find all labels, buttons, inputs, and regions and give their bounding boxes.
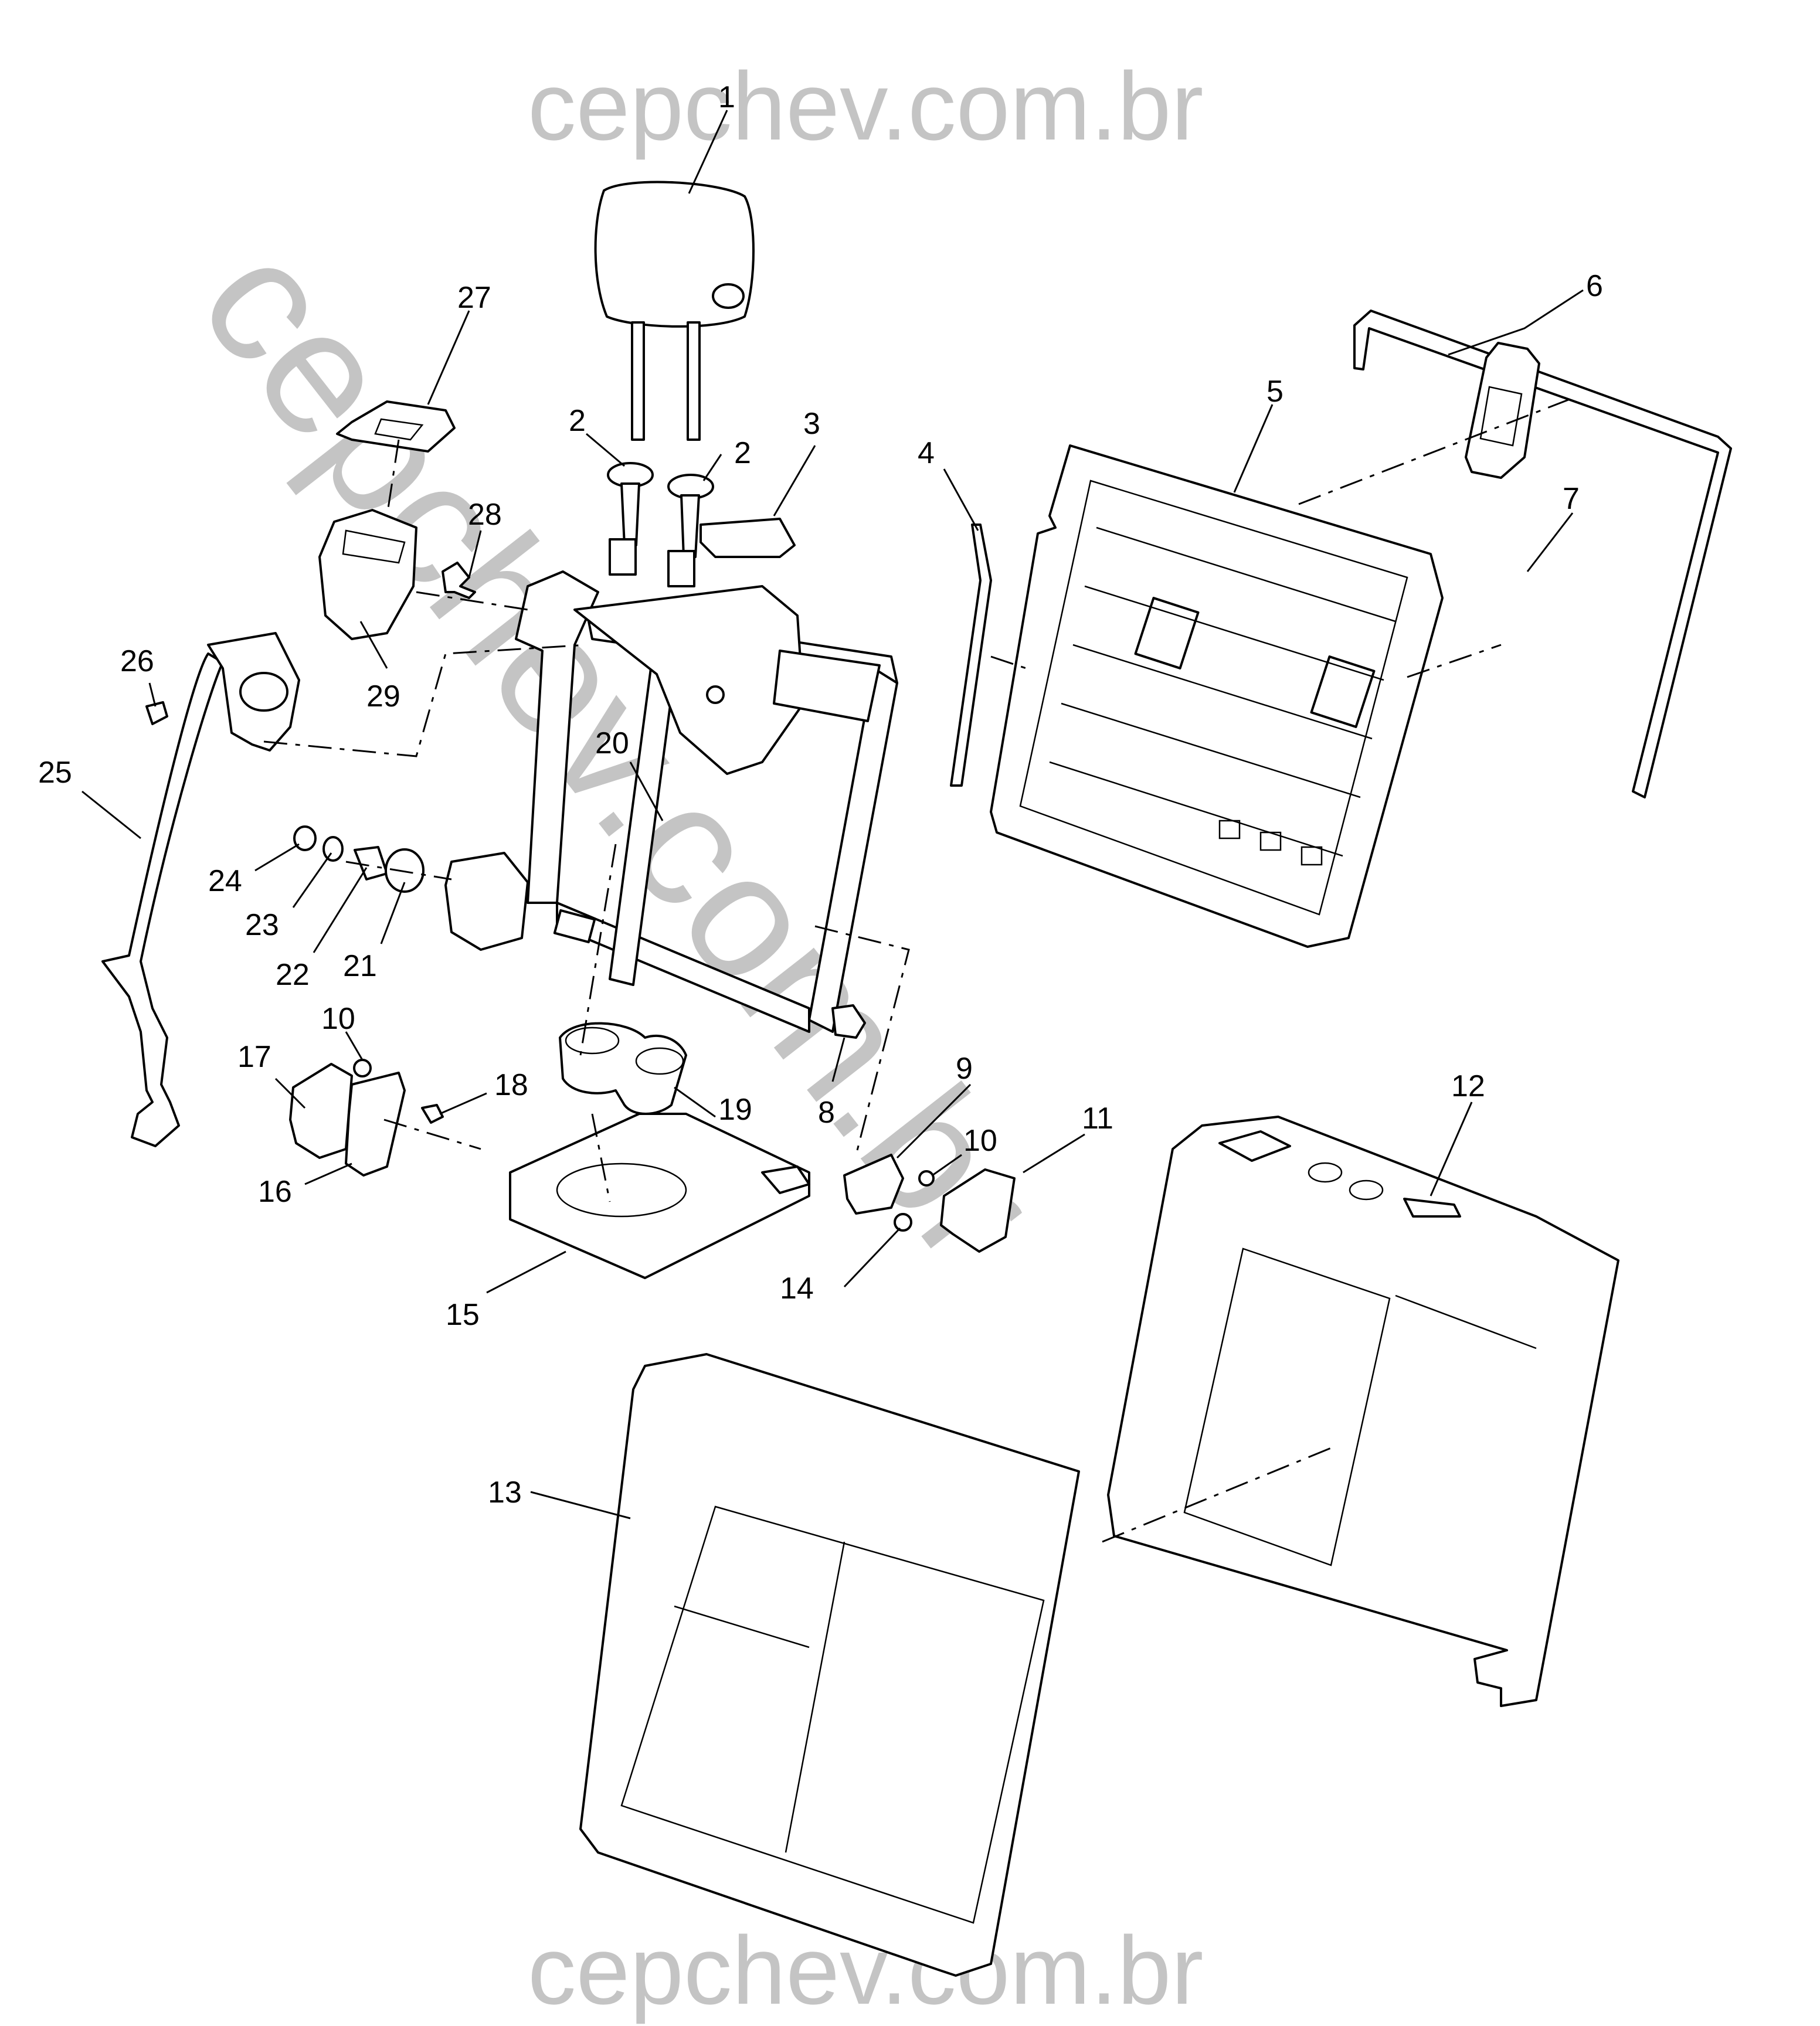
callout-17: 17 [237, 1040, 271, 1074]
callout-23: 23 [245, 908, 279, 942]
callout-15: 15 [446, 1298, 480, 1332]
callout-20: 20 [595, 726, 629, 760]
seatback-trim-cover [579, 1353, 1080, 1977]
assembly-lines [263, 397, 1572, 1543]
pivot-bushing-21 [385, 848, 425, 893]
hinge-bracket-16 [345, 1072, 406, 1177]
seatback-panel [990, 444, 1444, 948]
callout-21: 21 [343, 949, 377, 983]
callout-16: 16 [258, 1175, 292, 1209]
bolt-18 [421, 1104, 444, 1124]
bolt-26 [145, 701, 168, 725]
callout-19: 19 [718, 1093, 752, 1127]
latch-bracket [1465, 342, 1540, 479]
callout-24: 24 [208, 864, 242, 898]
callout-9: 9 [956, 1052, 973, 1086]
hinge-cover-11 [940, 1168, 1016, 1253]
callout-29: 29 [366, 679, 400, 713]
cupholder-insert [559, 1022, 687, 1115]
release-trim-cover [336, 400, 456, 453]
callout-18: 18 [494, 1068, 528, 1102]
armrest [509, 1113, 810, 1279]
seatback-cushion [1107, 1116, 1619, 1707]
callout-2-right: 2 [734, 436, 751, 470]
callout-2-left: 2 [569, 404, 586, 438]
screw-10-right [918, 1170, 935, 1187]
callout-22: 22 [276, 958, 310, 992]
callout-12: 12 [1451, 1069, 1485, 1103]
wire-frame [1353, 310, 1732, 798]
callout-27: 27 [457, 281, 491, 315]
top-watermark: cepchev.com.br [528, 52, 1203, 160]
callout-labels: 1 2 2 3 4 5 6 7 8 9 10 10 11 12 13 14 15… [38, 80, 1603, 1510]
headrest [594, 181, 755, 441]
callout-26: 26 [120, 644, 154, 678]
callout-10-right: 10 [963, 1124, 997, 1158]
leader-lines [82, 110, 1584, 1520]
callout-3: 3 [803, 407, 820, 441]
callout-8: 8 [818, 1096, 835, 1130]
callout-5: 5 [1266, 375, 1283, 409]
seat-belt-assembly [101, 632, 300, 1147]
bracket-9 [843, 1154, 904, 1215]
bolt-28 [442, 562, 476, 599]
pivot-washer-24 [293, 825, 317, 851]
callout-4: 4 [918, 436, 935, 470]
trim-strip [950, 524, 992, 787]
headrest-guide-left [607, 462, 654, 576]
callout-7: 7 [1563, 482, 1580, 516]
callout-25: 25 [38, 756, 72, 790]
seat-frame [444, 570, 898, 1033]
callout-13: 13 [488, 1476, 522, 1510]
nut-14 [894, 1213, 912, 1232]
screw-10-left [353, 1059, 372, 1077]
seatback-cap [700, 518, 796, 558]
callout-14: 14 [780, 1272, 814, 1306]
pivot-washer-23 [322, 836, 344, 862]
callout-10-left: 10 [321, 1002, 355, 1036]
callout-1: 1 [718, 80, 735, 114]
callout-6: 6 [1586, 269, 1603, 303]
hinge-plate-17 [289, 1063, 353, 1159]
callout-28: 28 [468, 498, 502, 532]
headrest-guide-right [667, 474, 714, 587]
callout-11: 11 [1082, 1102, 1113, 1136]
bushing-8 [831, 1004, 866, 1039]
